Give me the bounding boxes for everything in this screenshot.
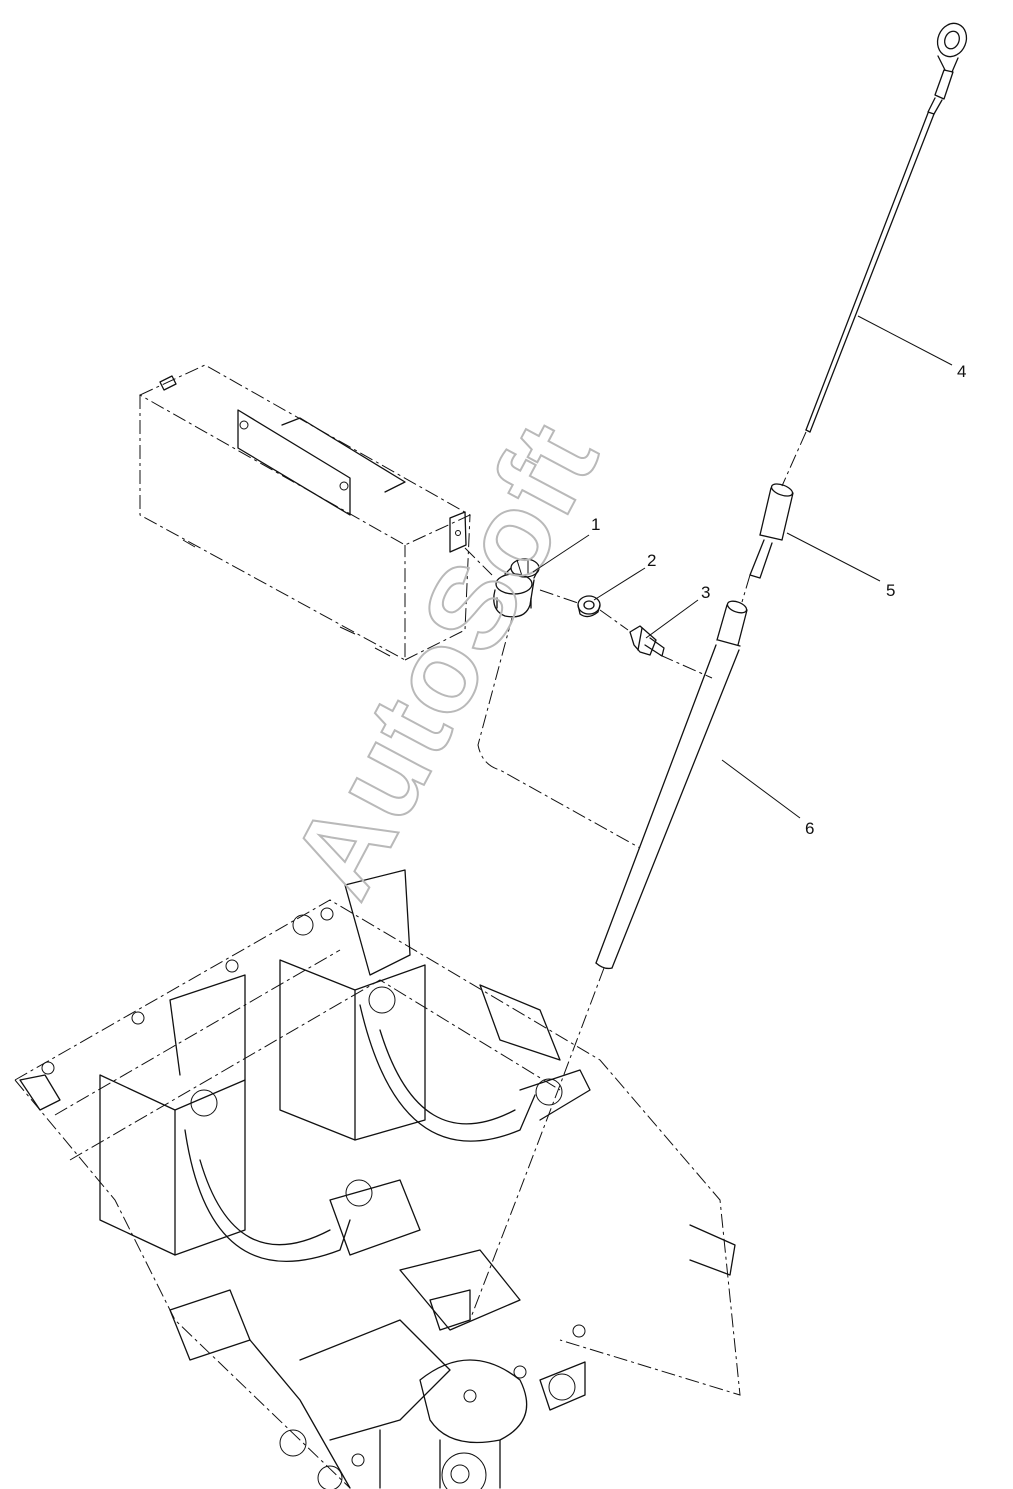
part-3-bolt <box>629 625 665 657</box>
watermark-text: AutoSoft <box>266 401 624 917</box>
assembly-centerlines <box>464 431 807 1321</box>
part-4-dipstick <box>805 22 968 433</box>
part-2-washer <box>577 595 601 618</box>
engine-block <box>14 869 741 1489</box>
part-5-coupler <box>749 483 794 579</box>
callout-5: 5 <box>886 581 895 600</box>
callout-6: 6 <box>805 819 814 838</box>
callout-4: 4 <box>957 362 966 381</box>
callout-1: 1 <box>591 515 600 534</box>
callout-2: 2 <box>647 551 656 570</box>
callout-labels: 1 2 3 4 5 6 <box>591 362 966 838</box>
control-module-box <box>138 364 472 661</box>
part-6-dipstick-tube <box>595 600 748 970</box>
callout-3: 3 <box>701 583 710 602</box>
callout-leaders <box>532 315 953 819</box>
